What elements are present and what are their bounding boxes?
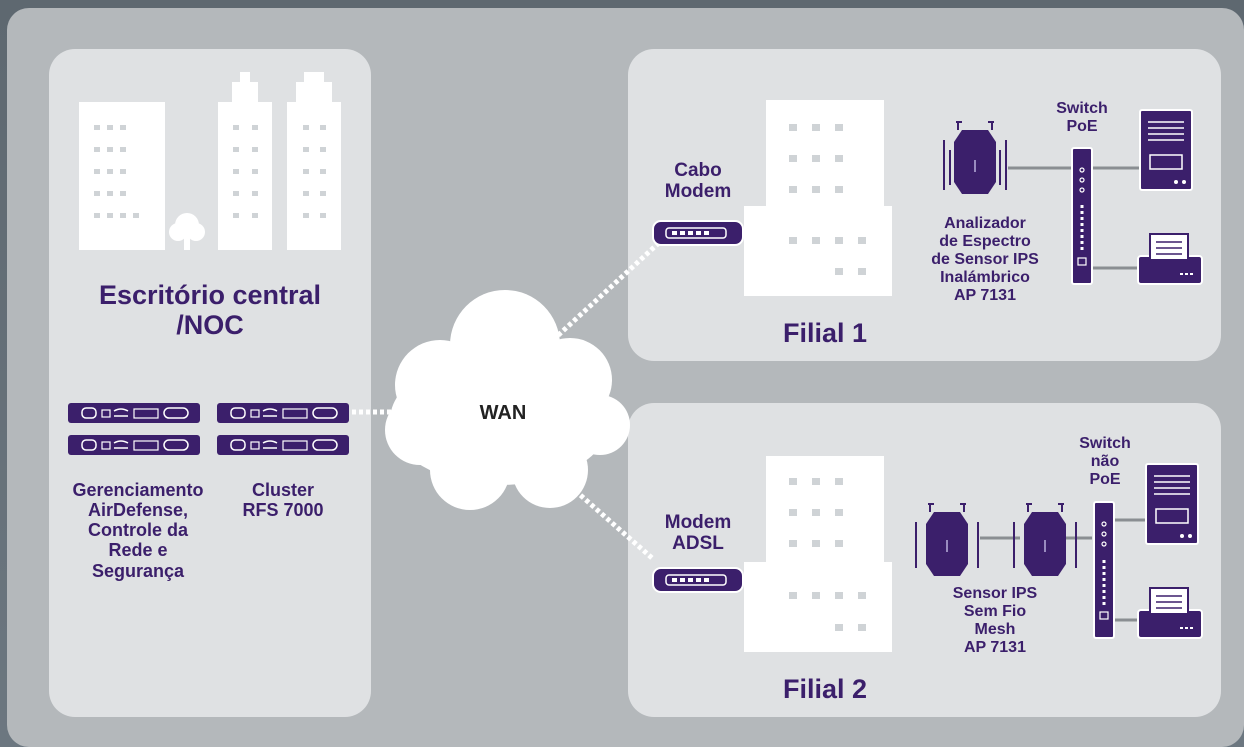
branch1-wan-link — [551, 238, 664, 342]
branch1-server-icon — [1139, 109, 1193, 191]
branch2-switch-label: Switch não PoE — [1079, 435, 1131, 488]
wan-label: WAN — [479, 402, 527, 424]
central-buildings-icon — [79, 72, 341, 250]
branch1-printer-icon — [1137, 233, 1203, 285]
adsl-modem-label: Modem ADSL — [664, 512, 732, 555]
branch2-switch-icon — [1093, 501, 1115, 639]
cable-modem-label: Cabo Modem — [664, 160, 732, 203]
cable-modem-icon — [652, 220, 744, 246]
wan-links — [352, 238, 664, 560]
adsl-modem-icon — [652, 567, 744, 593]
management-label: Gerenciamento AirDefense, Controle da Re… — [72, 480, 204, 581]
branch2-printer-icon — [1137, 587, 1203, 639]
branch1-cables — [1008, 166, 1140, 270]
central-office-title: Escritório central /NOC — [98, 280, 322, 341]
branch1-sensor-label: Analizador de Espectro de Sensor IPS Ina… — [931, 215, 1039, 304]
rack-unit-icon — [68, 403, 200, 423]
branch2-wan-link — [568, 484, 654, 560]
branch2-box — [628, 403, 1221, 717]
rack-unit-icon — [217, 403, 349, 423]
central-windows — [94, 125, 326, 218]
branch2-sensor-label: Sensor IPS Sem Fio Mesh AP 7131 — [952, 585, 1038, 656]
rack-unit-icon — [217, 435, 349, 455]
branch2-sensor-ap-icon — [915, 503, 979, 576]
branch2-building-icon — [744, 456, 892, 652]
branch2-title: Filial 2 — [782, 674, 868, 704]
branch1-switch-icon — [1071, 147, 1093, 285]
cluster-label: Cluster RFS 7000 — [242, 480, 324, 521]
wan-cloud-icon — [385, 290, 630, 510]
branch1-box — [628, 49, 1221, 361]
rack-unit-icon — [68, 435, 200, 455]
branch2-sensor-ap-icon — [1013, 503, 1077, 576]
controller-rack-icons — [68, 403, 349, 455]
branch1-switch-label: Switch PoE — [1056, 100, 1108, 135]
branch1-sensor-ap-icon — [943, 121, 1007, 194]
branch2-server-icon — [1145, 463, 1199, 545]
branch1-title: Filial 1 — [782, 318, 868, 348]
branch1-building-icon — [744, 100, 892, 296]
